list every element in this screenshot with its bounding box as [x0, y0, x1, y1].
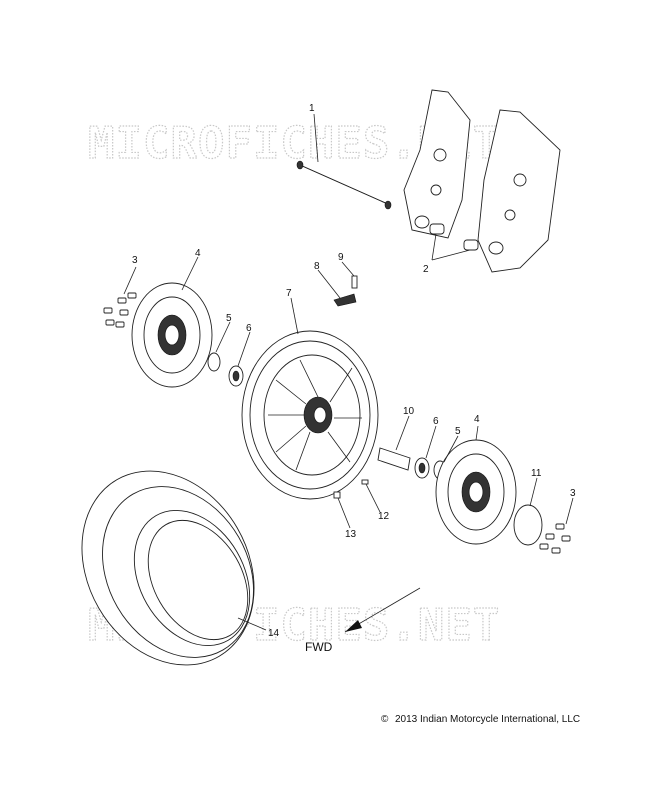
valve-cap [351, 275, 358, 289]
axle [296, 160, 392, 210]
fork-assembly [403, 89, 561, 273]
callout-6-right: 6 [433, 416, 439, 427]
seal-left [207, 352, 221, 372]
valve-stem [333, 293, 357, 307]
callout-5-left: 5 [226, 313, 232, 324]
callout-10: 10 [403, 406, 415, 417]
callouts: 1 2 3 4 5 6 7 8 9 10 6 5 4 11 3 12 13 14 [132, 103, 576, 639]
spacer [377, 447, 411, 471]
bolts-left [103, 292, 137, 328]
brake-disc-right [435, 439, 517, 545]
brake-disc-left [131, 282, 213, 388]
tone-ring [513, 504, 543, 546]
callout-2: 2 [423, 264, 429, 275]
callout-8: 8 [314, 261, 320, 272]
leader-lines [123, 113, 574, 631]
callout-11: 11 [531, 468, 542, 479]
bolts-right [539, 523, 571, 554]
callout-1: 1 [309, 103, 315, 114]
weight [361, 479, 369, 485]
copyright-text: 2013 Indian Motorcycle International, LL… [395, 714, 580, 725]
callout-3-left: 3 [132, 255, 138, 266]
callout-6-left: 6 [246, 323, 252, 334]
callout-4-right: 4 [474, 414, 480, 425]
callout-13: 13 [345, 529, 357, 540]
fwd-label: FWD [305, 640, 333, 654]
callout-4-left: 4 [195, 248, 201, 259]
valve-core [333, 491, 341, 499]
wheel-rim [241, 330, 379, 500]
callout-3-right: 3 [570, 488, 576, 499]
callout-7: 7 [286, 288, 292, 299]
forward-arrow [344, 587, 421, 633]
callout-5-right: 5 [455, 426, 461, 437]
callout-12: 12 [378, 511, 390, 522]
callout-14: 14 [268, 628, 280, 639]
tire [81, 470, 255, 666]
copyright-symbol: © [381, 714, 389, 725]
callout-9: 9 [338, 252, 344, 263]
